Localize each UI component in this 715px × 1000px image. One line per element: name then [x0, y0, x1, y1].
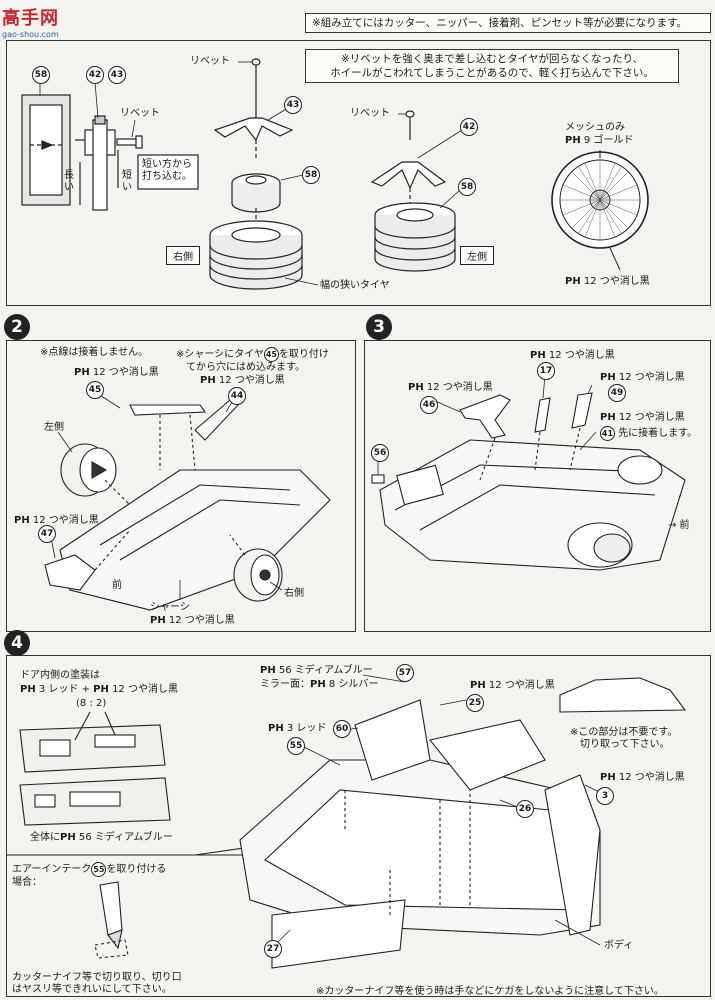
watermark-url: gao-shou.com	[2, 30, 59, 39]
front-label-2: 前	[112, 580, 122, 591]
matte-black-label-4b: PH 12 つや消し黒	[600, 772, 685, 783]
part-58-left: 58	[458, 178, 476, 196]
rivet-label: リベット	[120, 108, 160, 119]
part-60-label: 60	[333, 720, 351, 738]
right-side-tag: 右側	[166, 246, 200, 265]
chassis-label: シャーシ	[150, 602, 190, 613]
part-17-label: 17	[537, 362, 555, 380]
mesh-only-label: メッシュのみ	[565, 122, 625, 133]
rivet-label-left: リベット	[350, 108, 390, 119]
part-58-label: 58	[32, 66, 50, 84]
front-label-3: → 前	[668, 520, 690, 531]
door-paint-title: ドア内側の塗装は	[20, 670, 100, 681]
matte-black-label-2c: PH 12 つや消し黒	[14, 515, 99, 526]
part-26-label: 26	[516, 800, 534, 818]
matte-black-label-2a: PH 12 つや消し黒	[74, 367, 159, 378]
part-57-label: 57	[396, 664, 414, 682]
short-side-note: 短い方から 打ち込む。	[142, 159, 192, 182]
part-47-label: 47	[38, 525, 56, 543]
part-45-label: 45	[86, 381, 104, 399]
part-43-right: 43	[284, 96, 302, 114]
safety-note: ※カッターナイフ等を使う時は手などにケガをしないように注意して下さい。	[316, 986, 664, 997]
part-44-label: 44	[228, 387, 246, 405]
paint-ratio: (8 : 2)	[76, 698, 107, 709]
medium-blue-label: PH 56 ミディアムブルー	[260, 665, 373, 676]
matte-black-label-1: PH 12 つや消し黒	[565, 276, 650, 287]
first-glue-note: 41 先に接着します。	[600, 426, 698, 441]
step1-panel	[6, 40, 711, 306]
tools-note: ※組み立てにはカッター、ニッパー、接着剤、ピンセット等が必要になります。	[305, 13, 711, 33]
part-42-left: 42	[460, 118, 478, 136]
left-side-tag: 左側	[460, 246, 494, 265]
site-watermark: 高手网 gao-shou.com	[2, 4, 59, 39]
long-label: 長い	[64, 170, 74, 193]
whole-blue-label: 全体にPH 56 ミディアムブルー	[30, 832, 173, 843]
part-55-label: 55	[287, 737, 305, 755]
step4-number: 4	[4, 630, 30, 656]
part-58-right: 58	[302, 166, 320, 184]
part-43-label: 43	[108, 66, 126, 84]
step2-number: 2	[4, 314, 30, 340]
matte-black-label-4a: PH 12 つや消し黒	[470, 680, 555, 691]
rivet-note: ※リベットを強く奥まで差し込むとタイヤが回らなくなったり、 ホイールがこわれてし…	[305, 49, 679, 83]
step3-number: 3	[366, 314, 392, 340]
dotted-note: ※点線は接着しません。	[40, 347, 149, 358]
part-49-label: 49	[608, 384, 626, 402]
watermark-title: 高手网	[2, 8, 59, 29]
matte-black-label-3a: PH 12 つや消し黒	[530, 350, 615, 361]
gold-paint-label: PH 9 ゴールド	[565, 135, 634, 146]
step4-panel	[6, 655, 711, 997]
cutter-note: カッターナイフ等で切り取り、切り口 はヤスリ等できれいにして下さい。	[12, 972, 182, 995]
door-paint-mix: PH 3 レッド + PH 12 つや消し黒	[20, 684, 178, 695]
body-label: ボディ	[604, 940, 634, 951]
matte-black-label-3c: PH 12 つや消し黒	[600, 372, 685, 383]
part-25-label: 25	[466, 694, 484, 712]
matte-black-label-2d: PH 12 つや消し黒	[150, 615, 235, 626]
mirror-silver-label: ミラー面：PH 8 シルバー	[260, 679, 379, 690]
short-label: 短い	[122, 170, 132, 193]
matte-black-label-3d: PH 12 つや消し黒	[600, 412, 685, 423]
part-42-label: 42	[86, 66, 104, 84]
step3-panel	[364, 340, 711, 632]
matte-black-label-3b: PH 12 つや消し黒	[408, 382, 493, 393]
narrow-tire-label: 幅の狭いタイヤ	[320, 280, 390, 291]
rivet-label-right: リベット	[190, 56, 230, 67]
part-3-label: 3	[596, 787, 614, 805]
part-27-label: 27	[264, 940, 282, 958]
step2-panel	[6, 340, 356, 632]
matte-black-label-2b: PH 12 つや消し黒	[200, 375, 285, 386]
part-46-label: 46	[420, 396, 438, 414]
red-label: PH 3 レッド	[268, 723, 327, 734]
unneeded-note: ※この部分は不要です。 切り取って下さい。	[570, 727, 678, 750]
left-side-label-2: 左側	[44, 422, 64, 433]
part-56-label: 56	[371, 444, 389, 462]
right-side-label-2: 右側	[284, 588, 304, 599]
